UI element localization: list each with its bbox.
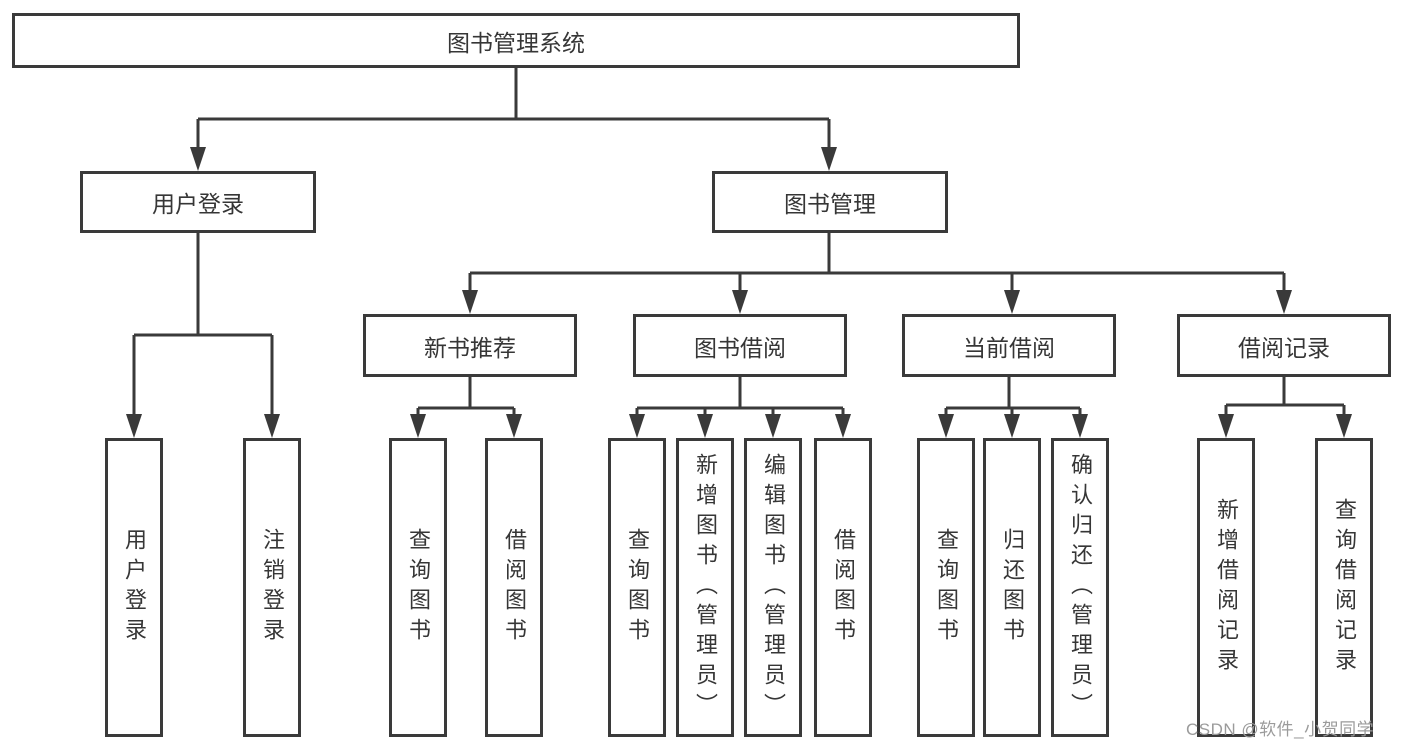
leaf-logout-label: 注销登录 xyxy=(260,527,285,648)
node-book-borrow: 图书借阅 xyxy=(633,314,847,377)
leaf-return-books-label: 归还图书 xyxy=(1000,527,1025,648)
leaf-edit-books-admin: 编辑图书（管理员） xyxy=(744,438,802,737)
leaf-user-login: 用户登录 xyxy=(105,438,163,737)
node-book-management: 图书管理 xyxy=(712,171,948,233)
csdn-watermark: CSDN @软件_小贺同学 xyxy=(1186,720,1375,739)
leaf-current-query-books: 查询图书 xyxy=(917,438,975,737)
leaf-recommend-borrow-books-label: 借阅图书 xyxy=(502,527,527,648)
leaf-recommend-borrow-books: 借阅图书 xyxy=(485,438,543,737)
leaf-logout: 注销登录 xyxy=(243,438,301,737)
leaf-borrow-books: 借阅图书 xyxy=(814,438,872,737)
leaf-borrow-query-books: 查询图书 xyxy=(608,438,666,737)
leaf-add-borrow-record: 新增借阅记录 xyxy=(1197,438,1255,737)
leaf-return-books: 归还图书 xyxy=(983,438,1041,737)
leaf-query-borrow-record-label: 查询借阅记录 xyxy=(1332,497,1357,678)
leaf-borrow-query-books-label: 查询图书 xyxy=(625,527,650,648)
node-root-system: 图书管理系统 xyxy=(12,13,1020,68)
leaf-confirm-return-admin: 确认归还（管理员） xyxy=(1051,438,1109,737)
leaf-recommend-query-books: 查询图书 xyxy=(389,438,447,737)
node-user-login: 用户登录 xyxy=(80,171,316,233)
leaf-edit-books-admin-label: 编辑图书（管理员） xyxy=(761,452,786,723)
node-new-book-recommend: 新书推荐 xyxy=(363,314,577,377)
leaf-add-books-admin-label: 新增图书（管理员） xyxy=(693,452,718,723)
leaf-query-borrow-record: 查询借阅记录 xyxy=(1315,438,1373,737)
leaf-confirm-return-admin-label: 确认归还（管理员） xyxy=(1068,452,1093,723)
node-borrow-record: 借阅记录 xyxy=(1177,314,1391,377)
leaf-user-login-label: 用户登录 xyxy=(122,527,147,648)
node-current-borrow: 当前借阅 xyxy=(902,314,1116,377)
leaf-add-books-admin: 新增图书（管理员） xyxy=(676,438,734,737)
leaf-current-query-books-label: 查询图书 xyxy=(934,527,959,648)
leaf-add-borrow-record-label: 新增借阅记录 xyxy=(1214,497,1239,678)
leaf-borrow-books-label: 借阅图书 xyxy=(831,527,856,648)
leaf-recommend-query-books-label: 查询图书 xyxy=(406,527,431,648)
